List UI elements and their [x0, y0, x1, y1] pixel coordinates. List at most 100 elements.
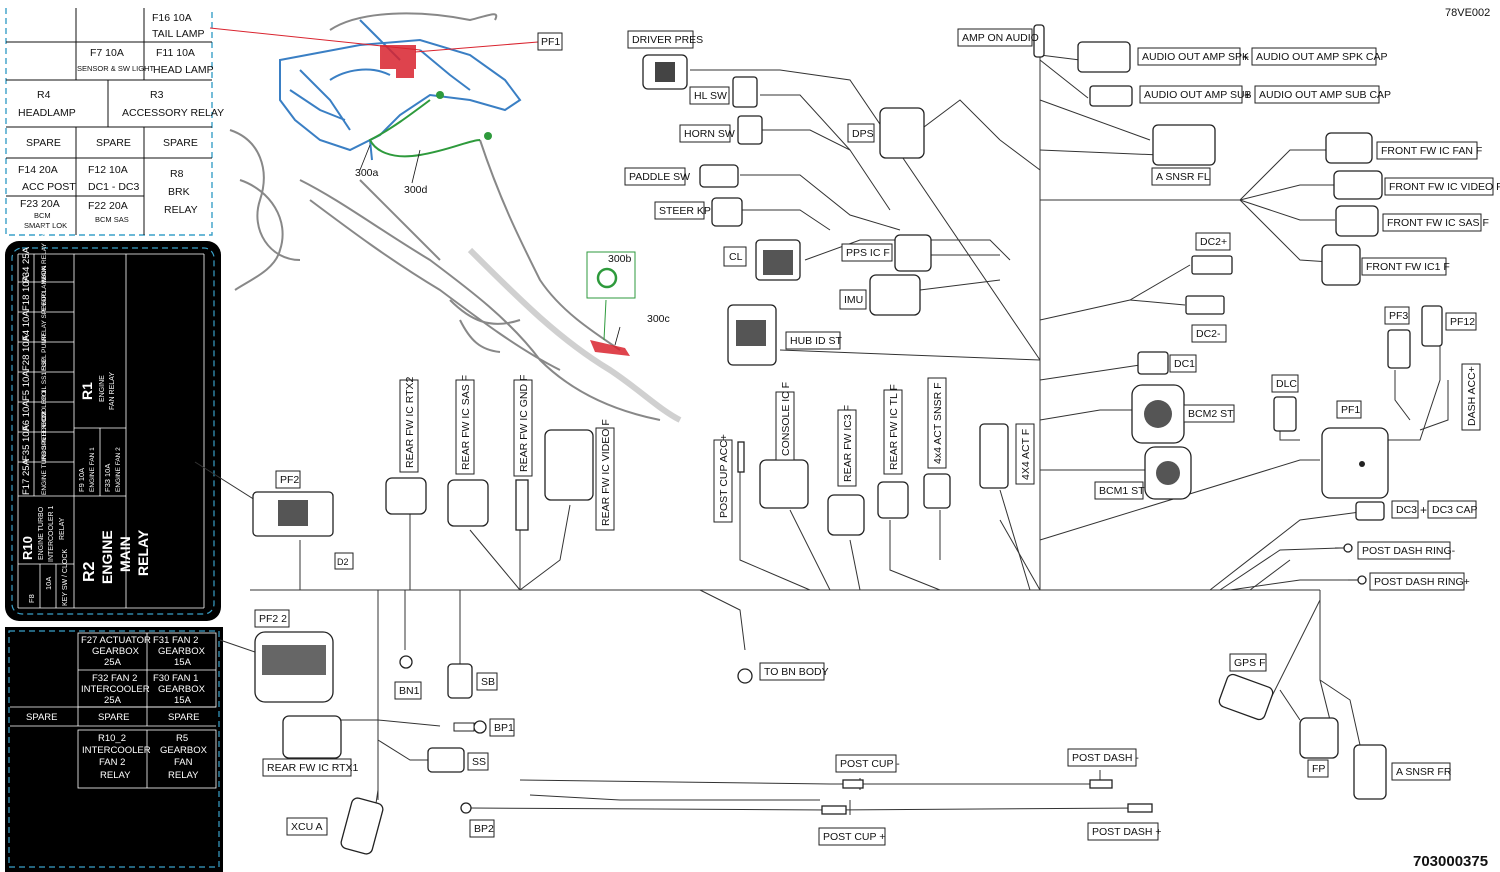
bp1-terminal	[453, 720, 487, 734]
svg-text:PF1: PF1	[541, 36, 560, 48]
bf-f30-d1: GEARBOX	[158, 684, 206, 695]
lf-f8: F8	[27, 594, 36, 603]
label-gps-f: GPS F	[1229, 653, 1267, 672]
svg-text:PF3: PF3	[1389, 310, 1408, 322]
svg-text:REAR FW IC RTX2: REAR FW IC RTX2	[404, 376, 416, 468]
bf-r5-d2: FAN	[174, 757, 193, 768]
dc2-plus-connector	[1191, 255, 1233, 275]
lf-r2-desc1: ENGINE	[99, 530, 115, 584]
lf-f34: F34 25A	[21, 246, 32, 283]
fuse-f23-desc2: SMART LOK	[24, 221, 67, 230]
front-fan-connector	[1325, 132, 1373, 164]
lf-f9: F9 10A	[77, 468, 86, 492]
label-bcm1-st: BCM1 ST	[1094, 481, 1145, 500]
callout-300c: 300c	[647, 313, 670, 325]
bcm1-connector	[1144, 446, 1192, 500]
lf-f28: F28 10A	[21, 334, 32, 371]
bf-f31: F31 FAN 2	[153, 635, 198, 646]
svg-text:HL SW: HL SW	[694, 90, 727, 102]
relay-r8-desc2: RELAY	[164, 204, 198, 216]
relay-r4: R4	[37, 89, 51, 101]
bf-r5-d3: RELAY	[168, 770, 199, 781]
audio-spk-connector	[1077, 41, 1131, 73]
svg-text:PF2: PF2	[280, 474, 299, 486]
front-sas-connector	[1335, 205, 1379, 237]
label-front-fw-ic-sas-f: FRONT FW IC SAS F	[1382, 213, 1489, 232]
plus-sign-1: +	[1242, 50, 1249, 64]
dlc-connector	[1273, 396, 1297, 432]
fuse-f12: F12 10A	[88, 164, 128, 176]
svg-text:AUDIO OUT AMP SPK: AUDIO OUT AMP SPK	[1142, 51, 1249, 63]
bf-r10-2-d3: RELAY	[100, 770, 131, 781]
callout-300a: 300a	[355, 167, 379, 179]
a-snsr-fl-connector	[1152, 124, 1216, 166]
svg-text:4x4 ACT SNSR F: 4x4 ACT SNSR F	[932, 383, 944, 465]
label-horn-sw: HORN SW	[679, 124, 735, 143]
lf-r1-desc1: ENGINE	[99, 375, 106, 402]
label-a-snsr-fr: A SNSR FR	[1391, 762, 1452, 781]
bf-f32-d2: 25A	[104, 695, 122, 706]
callout-pf1: PF1	[537, 32, 563, 51]
label-bn1: BN1	[394, 681, 422, 700]
lf-f5: F5 10A	[21, 370, 32, 401]
fuse-f23: F23 20A	[20, 198, 60, 210]
label-rear-fw-ic-gnd-f: REAR FW IC GND F	[513, 375, 533, 477]
label-4x4-act-snsr-f: 4x4 ACT SNSR F	[927, 377, 947, 469]
fuse-f23-desc1: BCM	[34, 211, 51, 220]
svg-text:IMU: IMU	[844, 294, 863, 306]
label-driver-pres: DRIVER PRES	[627, 30, 703, 49]
label-dc1: DC1	[1169, 354, 1197, 373]
label-a-snsr-fl: A SNSR FL	[1151, 167, 1211, 186]
relay-r4-desc: HEADLAMP	[18, 107, 76, 119]
hub-id-connector	[727, 304, 777, 366]
svg-text:FRONT FW IC FAN F: FRONT FW IC FAN F	[1381, 145, 1482, 157]
lf-r10-desc3: RELAY	[59, 517, 66, 540]
label-pf2: PF2	[275, 470, 301, 489]
bp2-terminal	[460, 802, 472, 814]
label-dc3-cap: DC3 CAP	[1427, 500, 1478, 519]
pf12-connector	[1421, 305, 1443, 347]
act-snsr-connector	[923, 473, 951, 509]
pf2-module	[252, 491, 334, 537]
svg-text:AUDIO OUT AMP SPK CAP: AUDIO OUT AMP SPK CAP	[1256, 51, 1387, 63]
lf-f17-desc: ENGINE TURBO INTER COOLER 1	[41, 389, 48, 495]
label-steer-kp: STEER KP	[654, 201, 711, 220]
label-4x4-act-f: 4X4 ACT F	[1015, 423, 1035, 485]
plus-sign-3: +	[1420, 503, 1427, 517]
post-dash-minus-terminal	[1089, 779, 1113, 789]
pps-connector	[894, 234, 932, 272]
label-audio-out-amp-sub-cap: AUDIO OUT AMP SUB CAP	[1254, 85, 1391, 104]
svg-text:REAR FW IC TL F: REAR FW IC TL F	[888, 384, 900, 470]
bf-f27: F27 ACTUATOR	[81, 635, 151, 646]
svg-text:AUDIO OUT AMP SUB CAP: AUDIO OUT AMP SUB CAP	[1259, 89, 1391, 101]
fuse-box-top: F16 10A TAIL LAMP F7 10A SENSOR & SW LIG…	[5, 8, 224, 236]
svg-text:POST DASH RING+: POST DASH RING+	[1374, 576, 1470, 588]
paddle-sw-connector	[699, 164, 739, 188]
post-cup-plus-terminal	[821, 805, 847, 815]
svg-text:POST CUP -: POST CUP -	[840, 758, 900, 770]
bf-f31-d2: 15A	[174, 657, 192, 668]
gps-connector	[1218, 673, 1274, 721]
to-bn-body-terminal	[737, 668, 753, 684]
lf-f6-desc: ECM	[41, 412, 48, 426]
svg-text:REAR FW IC3 F: REAR FW IC3 F	[842, 405, 854, 482]
bf-r10-2-d1: INTERCOOLER	[82, 745, 151, 756]
label-pf3: PF3	[1384, 306, 1410, 325]
svg-text:DC2+: DC2+	[1200, 236, 1227, 248]
label-rear-fw-ic-rtx2: REAR FW IC RTX2	[399, 376, 419, 473]
svg-text:STEER KP: STEER KP	[659, 205, 711, 217]
svg-text:BP2: BP2	[474, 823, 494, 835]
svg-text:DC3 CAP: DC3 CAP	[1432, 504, 1478, 516]
svg-text:GPS F: GPS F	[1234, 657, 1266, 669]
rear-tl-connector	[877, 481, 909, 519]
svg-text:DLC: DLC	[1276, 378, 1297, 390]
label-post-dash-ring-minus: POST DASH RING-	[1357, 541, 1456, 560]
dc2-minus-connector	[1185, 295, 1225, 315]
label-post-dash-minus: POST DASH -	[1067, 748, 1139, 767]
ring-plus-terminal	[1348, 575, 1367, 585]
label-rear-fw-ic-tl-f: REAR FW IC TL F	[883, 384, 903, 475]
label-dc3: DC3	[1391, 500, 1419, 519]
label-hub-id-st: HUB ID ST	[785, 331, 843, 350]
wires	[194, 54, 1449, 815]
